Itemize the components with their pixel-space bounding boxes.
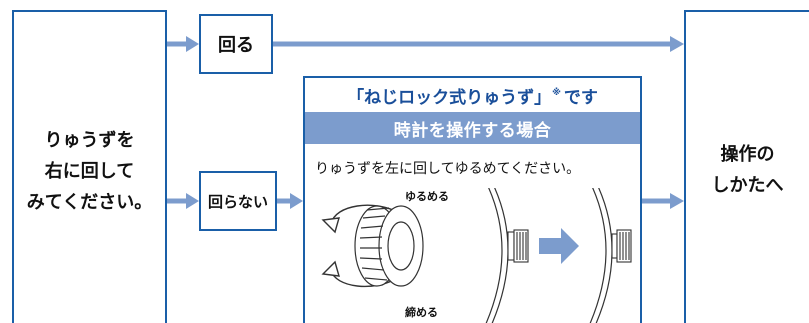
crown-after-icon	[611, 229, 632, 263]
arrow-noturn-to-panel-head	[290, 193, 303, 209]
crown-knob-icon	[354, 205, 424, 287]
panel-title-text: 「ねじロック式りゅうず」	[347, 87, 552, 108]
panel-title: 「ねじロック式りゅうず」※です	[305, 78, 640, 112]
start-line-3: みてください。	[26, 192, 153, 213]
start-line-2: 右に回して	[44, 161, 135, 182]
operation-box: 操作の しかたへ	[684, 10, 809, 323]
turns-box: 回る	[199, 14, 273, 74]
arrow-to-noturn-head	[186, 193, 199, 209]
watch-case-after-icon	[589, 188, 613, 323]
panel-instruction: りゅうずを左に回してゆるめてください。	[315, 161, 581, 177]
arrow-to-turns-head	[186, 36, 199, 52]
watch-case-before-icon	[485, 188, 509, 323]
panel-subheader: 時計を操作する場合	[305, 112, 640, 144]
does-not-turn-box: 回らない	[199, 171, 277, 231]
turns-label: 回る	[218, 35, 254, 56]
note-mark: ※	[552, 88, 561, 98]
crown-illustration: ゆるめる 締める	[321, 188, 632, 323]
panel-title-suffix: です	[563, 87, 598, 108]
tighten-label: 締める	[405, 305, 438, 319]
operation-line-2: しかたへ	[711, 174, 784, 196]
does-not-turn-label: 回らない	[207, 192, 268, 211]
arrow-turns-to-right-head	[670, 36, 684, 52]
start-line-1: りゅうずを	[44, 130, 135, 151]
start-box: りゅうずを 右に回して みてください。	[12, 10, 167, 323]
screw-lock-crown-panel: 「ねじロック式りゅうず」※です 時計を操作する場合 りゅうずを左に回してゆるめて…	[303, 76, 642, 323]
operation-line-1: 操作の	[720, 143, 775, 165]
rotate-arrows-icon	[321, 204, 398, 288]
arrow-panel-to-right-head	[670, 193, 684, 209]
crown-before-icon	[507, 229, 529, 263]
direction-arrow-icon	[539, 228, 579, 264]
loosen-label: ゆるめる	[405, 190, 449, 203]
